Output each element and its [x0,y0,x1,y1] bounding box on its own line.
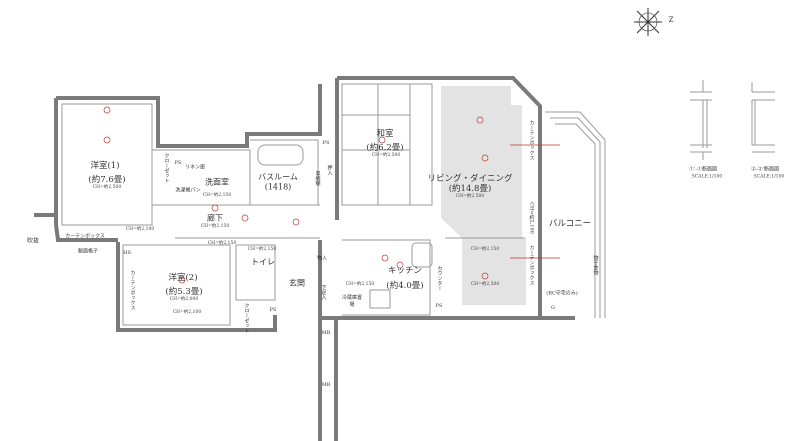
western1-ch-side: CH=約2,100 [125,227,155,232]
fridge-label: 冷蔵庫置場 [341,295,362,308]
living-ch: CH=約2,500 [455,194,485,199]
inner-walls [61,80,775,326]
ps3-label: PS [269,307,277,313]
ac-note-label: (RC守宅のみ) [546,290,578,297]
western2-name: 洋室(2) [168,273,198,283]
gas-label: G [551,305,555,311]
compass-rose [634,8,662,36]
ps2-label: PS [322,140,330,146]
curtain-box-2-label: カーテンボックス [129,270,136,310]
curtain-box-ch-label: CH=約2,100 [528,202,535,234]
closet2-label: クローゼット [243,303,250,333]
japanese-size: (約6.2畳) [366,143,404,153]
entrance-name: 玄関 [289,278,305,288]
shelf-label: 収納棚 [314,170,321,186]
toilet-ch: CH=約2,150 [247,247,277,252]
ps4-label: PS [435,303,443,309]
living-name: リビング・ダイニング [427,174,513,184]
curtain-box-label: カーテンボックス [65,233,105,240]
washer-label: 洗濯機パン [175,187,201,194]
section2-scale: SCALE:1/100 [753,174,785,180]
outer-walls [34,76,575,441]
japanese-ch: CH=約2,500 [371,153,401,158]
corridor-name: 廊下 [207,213,223,223]
japanese-name: 和室 [376,129,394,139]
bathroom-name: バスルーム [258,172,298,182]
corridor-ch: CH=約2,150 [200,224,230,229]
closet-label: クローゼット [163,153,170,183]
kitchen-name: キッチン [387,266,423,276]
western2-size: (約5.3畳) [165,287,203,297]
toilet-name: トイレ [251,257,275,267]
curtain-box-3-label: カーテンボックス [528,120,535,160]
washroom-name: 洗面室 [205,177,229,187]
kitchen-size: (約4.0畳) [386,281,424,291]
balcony-name: バルコニー [548,219,592,229]
counter-label: カウンター [436,265,443,291]
compass-north-label: Z [668,16,674,24]
electrical-fixtures [103,106,560,284]
mb-label-2: MB [321,382,331,388]
bathroom-size: (1418) [264,182,292,192]
western2-ch: CH=約2,000 [169,297,199,302]
mb-label-1: MB [321,330,331,336]
oshiire-label: 押入 [326,165,333,175]
washroom-ch: CH=約2,150 [202,193,232,198]
living-ch3: CH=約2,500 [470,282,500,287]
hanger-label: 物干金物 [592,255,599,275]
shoe-storage-label: 下足入 [320,284,327,300]
curtain-box-4-label: カーテンボックス [528,245,535,285]
section1-title: ①'-①断面図 [689,166,717,173]
section1-scale: SCALE:1/100 [691,174,723,180]
hs-label: HS [123,250,131,256]
living-dining-floor [441,86,526,305]
living-size: (約14.8畳) [448,184,492,194]
storage-label: 物入 [316,255,328,262]
living-ch2: CH=約2,150 [470,247,500,252]
western1-ch: CH=約2,500 [92,185,122,190]
corridor-ch3: CH=約2,150 [207,241,237,246]
western1-name: 洋室(1) [90,161,120,171]
lattice-label: 鏡面格子 [77,248,99,255]
western1-size: (約7.6畳) [88,175,126,185]
western2-ch2: CH=約2,100 [172,310,202,315]
void-label: 吹抜 [26,237,40,245]
section2-title: ②-②'断面図 [750,166,780,173]
ps-label: PS [174,160,182,166]
kitchen-ch: CH=約2,150 [345,282,375,287]
linen-label: リネン庫 [184,164,206,171]
section1-title-text: ①'-①断面図 [688,166,718,173]
